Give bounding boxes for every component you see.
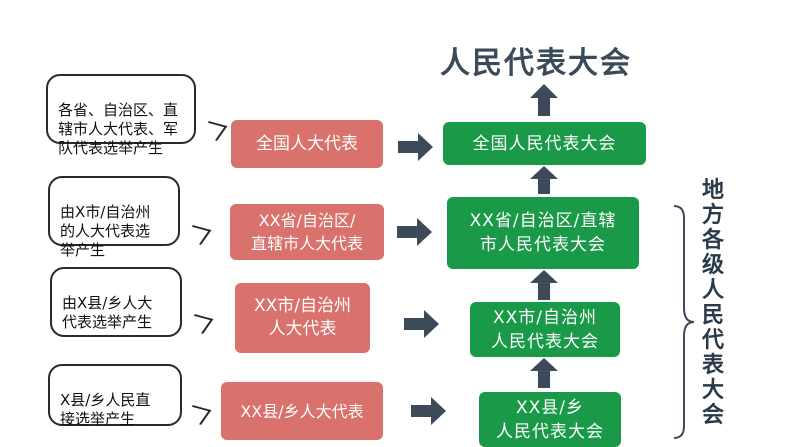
congress-box-city: XX市/自治州 人民代表大会 [470,302,620,357]
up-arrow-icon [530,270,558,300]
bubble-tail [182,405,212,425]
bubble-tail [198,121,228,141]
delegate-box-province: XX省/自治区/ 直辖市人大代表 [230,204,384,260]
bubble-province: 由X市/自治州 的人大代表选 举产生 [48,176,212,259]
brace-icon [673,205,695,439]
diagram-title: 人民代表大会 [440,46,632,81]
right-arrow-icon [411,397,446,425]
up-arrow-icon [530,166,558,194]
delegate-box-city: XX市/自治州 人大代表 [235,283,370,353]
up-arrow-icon [530,84,558,116]
side-label-local-congresses: 地 方 各 级 人 民 代 表 大 会 [701,178,724,428]
right-arrow-icon [404,310,439,338]
bubble-text: 由X县/乡人大 代表选举产生 [62,294,153,331]
congress-box-county: XX县/乡 人民代表大会 [479,392,621,447]
delegate-box-county: XX县/乡人大代表 [221,382,383,440]
bubble-text: X县/乡人民直 接选举产生 [60,391,151,428]
bubble-tail [184,314,214,334]
bubble-text: 由X市/自治州 的人大代表选 举产生 [60,203,151,259]
bubble-county: X县/乡人民直 接选举产生 [48,364,212,428]
right-arrow-icon [398,133,433,161]
right-arrow-icon [397,218,432,246]
congress-box-national: 全国人民代表大会 [443,122,646,165]
bubble-tail [182,225,212,245]
bubble-text: 各省、自治区、直 辖市人大代表、军 队代表选举产生 [58,101,179,157]
congress-box-province: XX省/自治区/直辖 市人民代表大会 [447,197,639,269]
up-arrow-icon [530,358,558,388]
bubble-national: 各省、自治区、直 辖市人大代表、军 队代表选举产生 [46,74,228,157]
bubble-city: 由X县/乡人大 代表选举产生 [50,267,214,337]
delegate-box-national: 全国人大代表 [231,120,383,168]
